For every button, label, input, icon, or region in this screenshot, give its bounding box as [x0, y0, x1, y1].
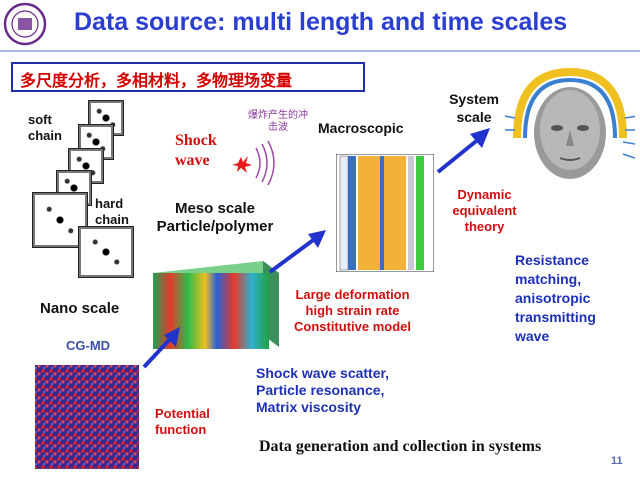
- chain-structure-image: [20, 100, 134, 280]
- meso-simulation-image: [145, 255, 285, 355]
- footer-text: Data generation and collection in system…: [259, 438, 542, 455]
- subtitle-box: [11, 62, 365, 92]
- arrow-nano-to-meso: [142, 325, 182, 369]
- head-model-image: [504, 58, 638, 188]
- subtitle-cn: 多尺度分析，多相材料，多物理场变量: [20, 71, 293, 90]
- dynamic-equivalent-label: Dynamic equivalent theory: [452, 187, 517, 234]
- molecular-cube-image: [33, 361, 145, 473]
- slide-title: Data source: multi length and time scale…: [74, 8, 568, 36]
- arrow-meso-to-macro: [268, 228, 328, 274]
- title-divider: [0, 50, 640, 52]
- resistance-matching-label: Resistance matching, anisotropic transmi…: [515, 252, 596, 344]
- shock-scatter-label: Shock wave scatter, Particle resonance, …: [256, 365, 390, 415]
- macroscopic-label: Macroscopic: [318, 120, 404, 136]
- university-logo: [3, 2, 47, 46]
- soft-chain-label: soft chain: [28, 112, 62, 143]
- explosion-icon: [228, 138, 288, 188]
- shock-cn-label: 爆炸产生的冲击波: [248, 110, 308, 133]
- arrow-macro-to-system: [436, 126, 492, 174]
- hard-chain-label: hard chain: [95, 196, 129, 227]
- constitutive-model-label: Large deformation high strain rate Const…: [293, 287, 411, 334]
- nano-scale-label: Nano scale: [40, 300, 120, 317]
- shock-wave-label: Shock wave: [175, 132, 217, 169]
- potential-function-label: Potential function: [155, 406, 210, 437]
- cg-md-label: CG-MD: [66, 338, 111, 353]
- page-number: 11: [611, 455, 623, 467]
- layered-panel-image: [335, 153, 435, 273]
- system-scale-label: System scale: [449, 91, 499, 125]
- meso-scale-label: Meso scale Particle/polymer: [156, 200, 274, 235]
